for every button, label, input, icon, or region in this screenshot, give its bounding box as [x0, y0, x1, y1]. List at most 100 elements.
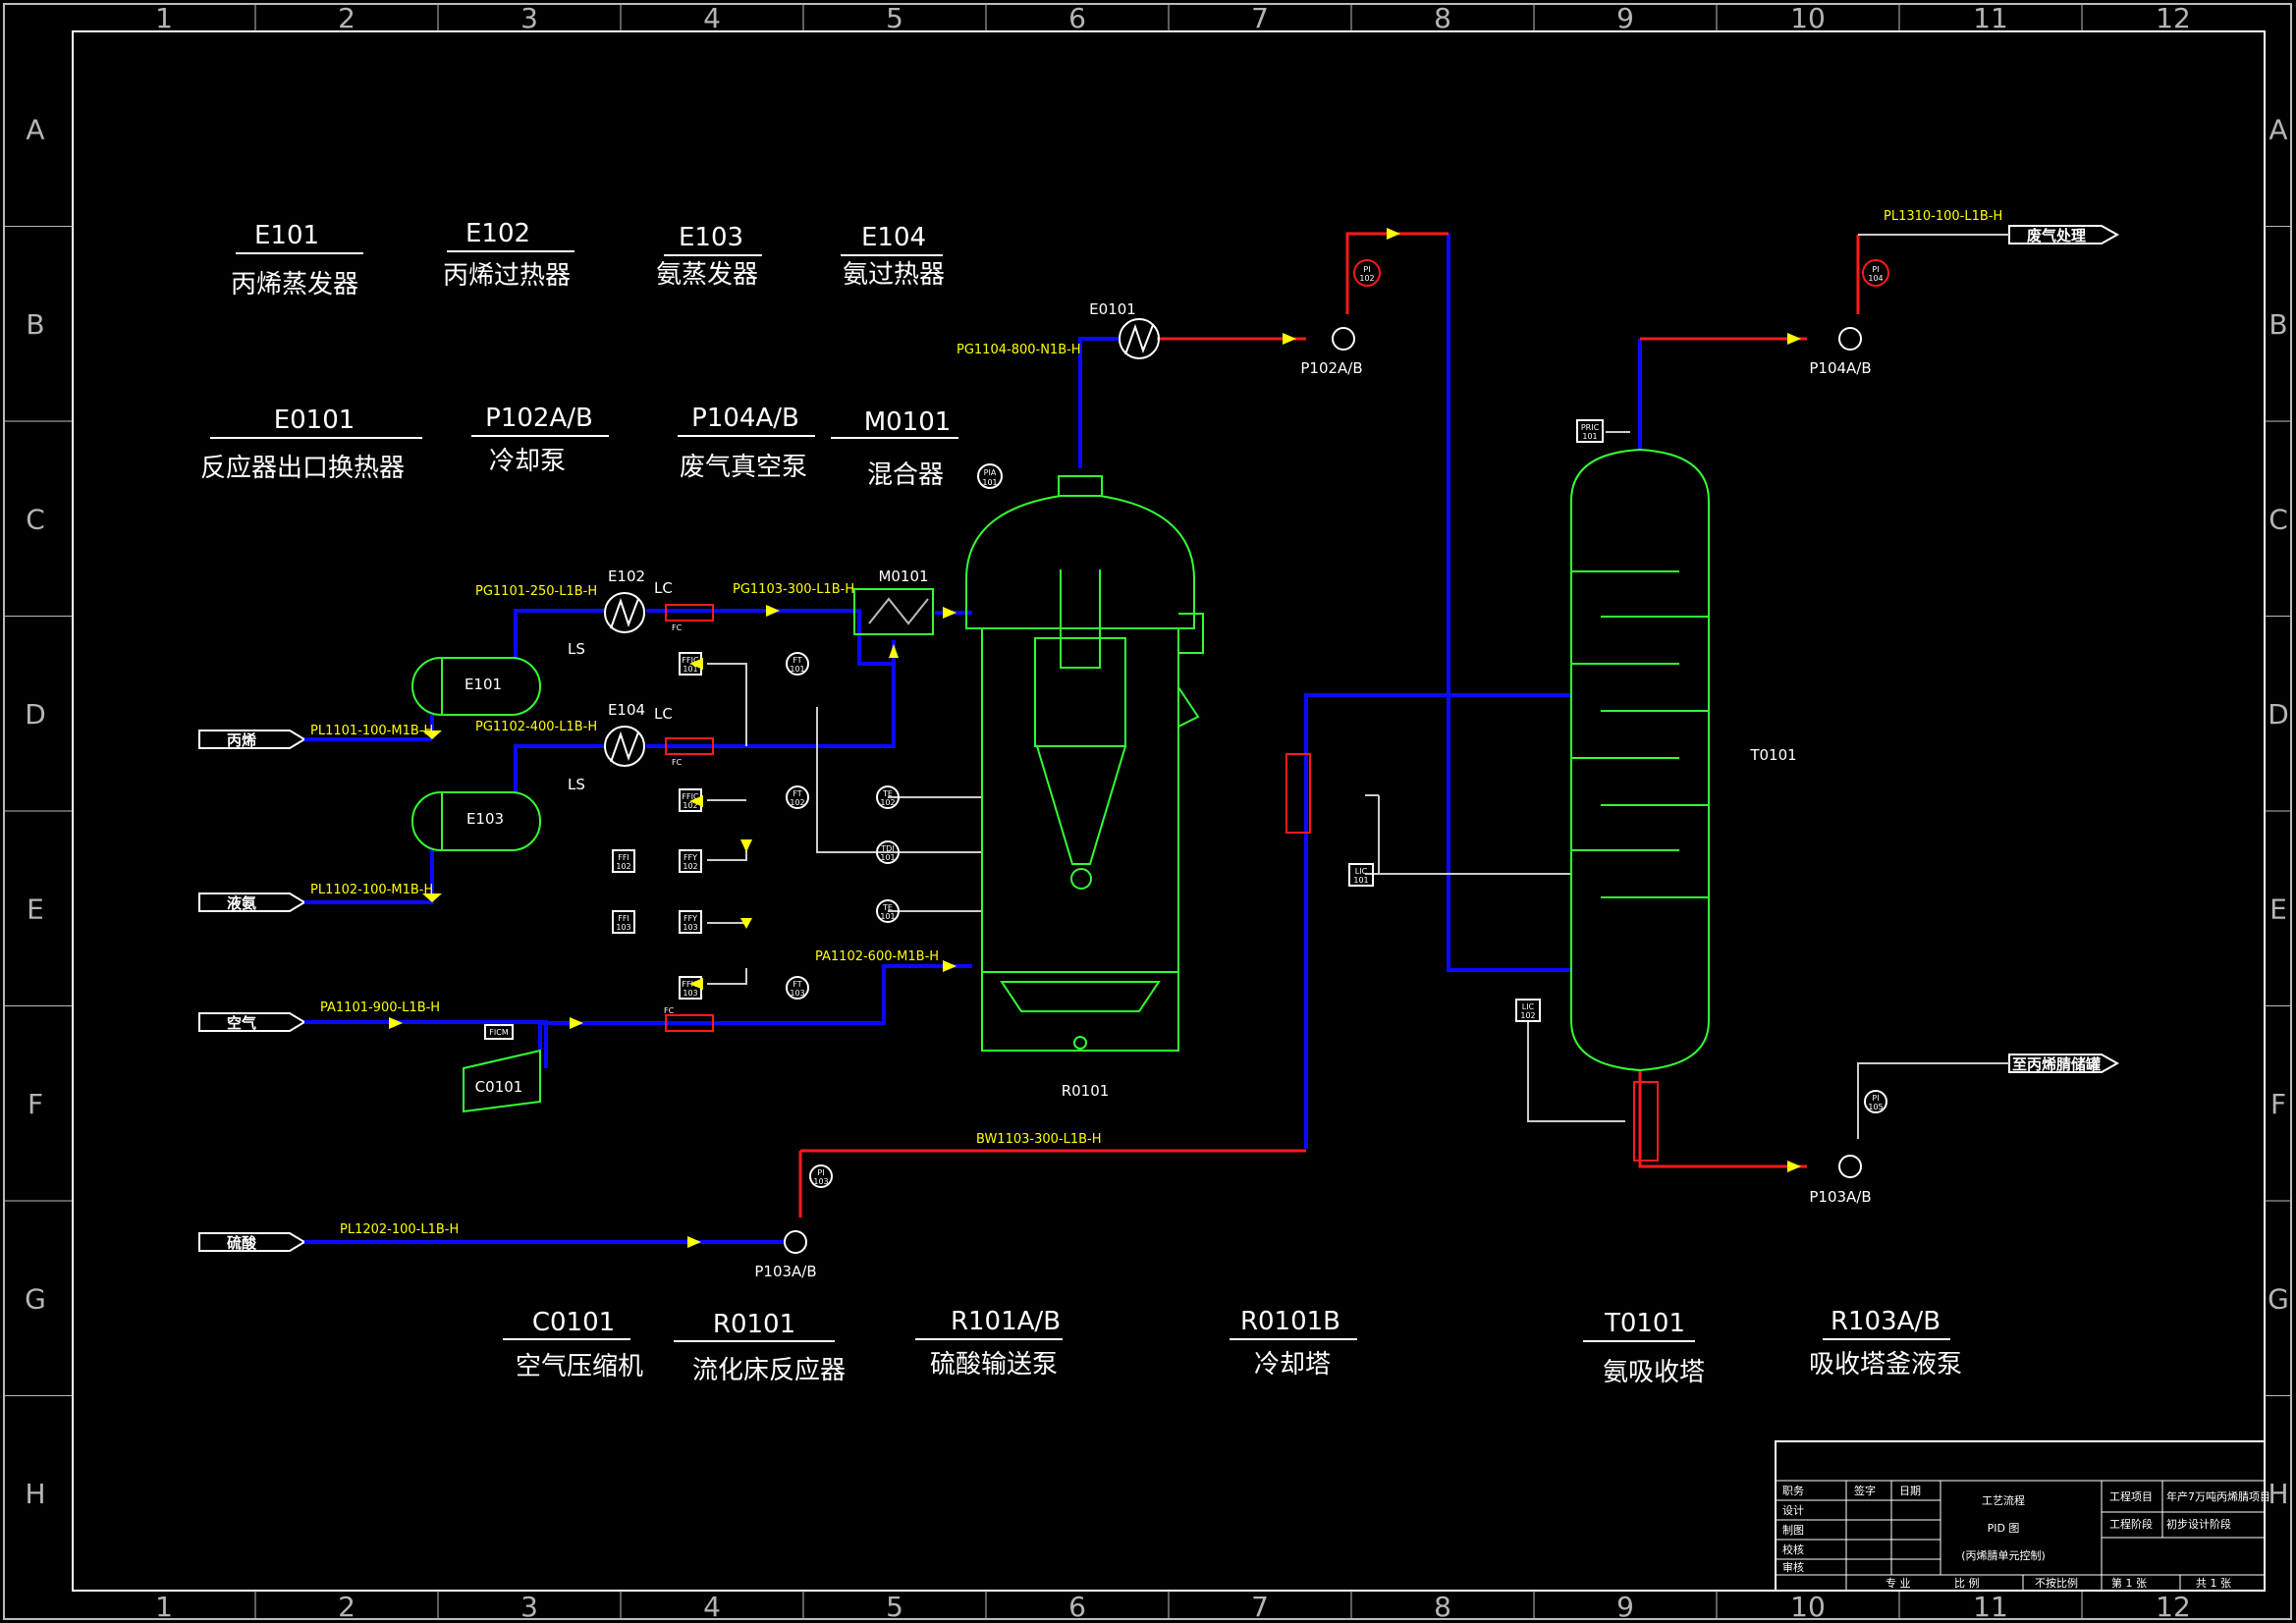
arrow-pl1102: [422, 893, 442, 902]
grid-row-label-left: F: [27, 1088, 43, 1120]
tb-row-draw: 制图: [1782, 1524, 1804, 1537]
tag-p102: P102A/B: [1300, 359, 1362, 377]
tb-bottom-sheet: 第 1 张: [2111, 1576, 2147, 1590]
tb-title1: 工艺流程: [1982, 1493, 2025, 1507]
tb-row-role: 职务: [1782, 1485, 1804, 1497]
tag-p103-right: P103A/B: [1809, 1188, 1871, 1206]
instrument-ficm: [484, 1024, 514, 1040]
reactor-lower-grid: [982, 971, 1178, 1012]
inst-ffi102-a: FFI: [618, 853, 629, 862]
inst-ffic101-a: FFIC: [682, 656, 699, 665]
out-label-bottoms: 至丙烯腈储罐: [2012, 1055, 2101, 1073]
line-tag-pg1103: PG1103-300-L1B-H: [733, 582, 854, 597]
inst-pia101-b: 101: [982, 478, 997, 487]
grid-row-label-right: E: [2269, 893, 2287, 925]
ctrl-lc-2: LC: [654, 705, 673, 723]
inst-pi104-a: PI: [1872, 265, 1879, 274]
grid-row-label-right: A: [2269, 113, 2287, 145]
grid-col-label-top: 10: [1790, 2, 1826, 34]
inst-pric101-b: 101: [1582, 432, 1597, 441]
grid-col-label-bottom: 10: [1790, 1591, 1826, 1623]
tb-r1a: 工程项目: [2109, 1490, 2153, 1503]
tb-row-design: 设计: [1782, 1504, 1804, 1517]
legend-name: 硫酸输送泵: [930, 1350, 1058, 1380]
feed-label-ammonia: 液氨: [227, 894, 256, 912]
exchanger-e0101: [1119, 318, 1160, 359]
grid-col-label-top: 7: [1251, 2, 1269, 34]
inst-te102-b: 102: [880, 798, 895, 807]
instrument-ffy102: [679, 849, 702, 873]
inst-ft101-b: 101: [790, 665, 804, 674]
pump-p103-left: [784, 1230, 807, 1254]
legend-code: E0101: [274, 406, 355, 435]
inst-lic101-b: 101: [1353, 876, 1368, 885]
inst-ffi102-b: 102: [616, 862, 630, 871]
line-c0101-out: [538, 964, 972, 1050]
equipment-tags: E101 E103 E102 E104 M0101 C0101 R0101 T0…: [465, 300, 1872, 1280]
feed-label-propylene: 丙烯: [227, 731, 256, 749]
inst-lic102-b: 102: [1520, 1011, 1535, 1020]
legend-name: 丙烯过热器: [443, 261, 571, 291]
tag-e0101: E0101: [1089, 300, 1136, 318]
arrow-pl1101: [422, 730, 442, 739]
inst-ffic101-b: 101: [683, 665, 697, 674]
grid-col-label-top: 2: [338, 2, 355, 34]
reactor-details: [1070, 613, 1204, 1050]
arrow-pa1102: [943, 960, 957, 972]
feed-flag-propylene: [198, 730, 306, 749]
inst-pi102-a: PI: [1363, 265, 1370, 274]
reactor-cyclone: [1034, 637, 1126, 747]
inst-te102-a: TE: [882, 789, 893, 798]
line-tags: PL1101-100-M1B-H PL1102-100-M1B-H PG1101…: [310, 209, 2002, 1237]
inst-pi103-a: PI: [817, 1168, 824, 1177]
tb-bottom-mass: 不按比例: [2035, 1576, 2078, 1590]
tower-t0101-shell: [1570, 448, 1710, 1072]
line-tag-pl1202: PL1202-100-L1B-H: [340, 1222, 459, 1237]
arrow-ffic-a: [689, 658, 703, 670]
line-bottoms-out: [1857, 1062, 2009, 1139]
legend-name: 氨过热器: [843, 260, 945, 290]
exchanger-e0101-coil: [1124, 323, 1154, 355]
inst-ffy102-a: FFY: [683, 853, 697, 862]
feed-flag-acid: [198, 1232, 306, 1252]
grid-col-label-bottom: 12: [2156, 1591, 2191, 1623]
line-pg1102-b: [646, 640, 896, 748]
grid-row-label-left: E: [27, 893, 44, 925]
line-tag-pa1102: PA1102-600-M1B-H: [815, 949, 939, 964]
inst-tdi101-a: TDI: [880, 844, 894, 853]
grid-col-label-top: 11: [1973, 2, 2008, 34]
inst-ffy103-a: FFY: [683, 914, 697, 923]
reactor-bottom-node: [1073, 1036, 1087, 1050]
out-label-offgas: 废气处理: [2027, 227, 2086, 244]
ctrl-ls-1: LS: [568, 640, 585, 658]
inst-ft102-a: FT: [793, 789, 801, 798]
line-tag-pg1102: PG1102-400-L1B-H: [475, 720, 597, 734]
legend-code: E101: [254, 221, 319, 250]
valve-fc-1: [665, 604, 714, 622]
instrument-ffi103: [612, 910, 635, 934]
pump-p104: [1838, 327, 1862, 351]
tb-r2b: 初步设计阶段: [2166, 1517, 2231, 1531]
grid-col-label-top: 5: [886, 2, 903, 34]
inst-ffi103-b: 103: [616, 923, 630, 932]
signal-lic102: [1527, 1021, 1625, 1122]
compressor-c0101: [463, 1049, 541, 1113]
legend-code: E104: [861, 223, 926, 252]
grid-col-label-bottom: 7: [1251, 1591, 1269, 1623]
tag-r0101: R0101: [1062, 1082, 1110, 1100]
line-tag-pg1104: PG1104-800-N1B-H: [957, 343, 1081, 357]
ctrl-fc-1: FC: [672, 623, 683, 632]
grid-col-label-top: 9: [1616, 2, 1634, 34]
legend-code: T0101: [1604, 1309, 1685, 1338]
tag-p104: P104A/B: [1809, 359, 1871, 377]
inst-ft103-b: 103: [790, 989, 804, 998]
legend-code: P102A/B: [485, 404, 593, 433]
reactor-side-nozzle: [1178, 613, 1204, 654]
tb-row-check: 校核: [1782, 1542, 1804, 1556]
inst-pi103-b: 103: [813, 1177, 828, 1186]
legend-code: R101A/B: [951, 1307, 1061, 1336]
arrow-p102: [1387, 228, 1400, 240]
inst-ffic102-b: 102: [683, 801, 697, 810]
legend-name: 反应器出口换热器: [200, 454, 405, 483]
